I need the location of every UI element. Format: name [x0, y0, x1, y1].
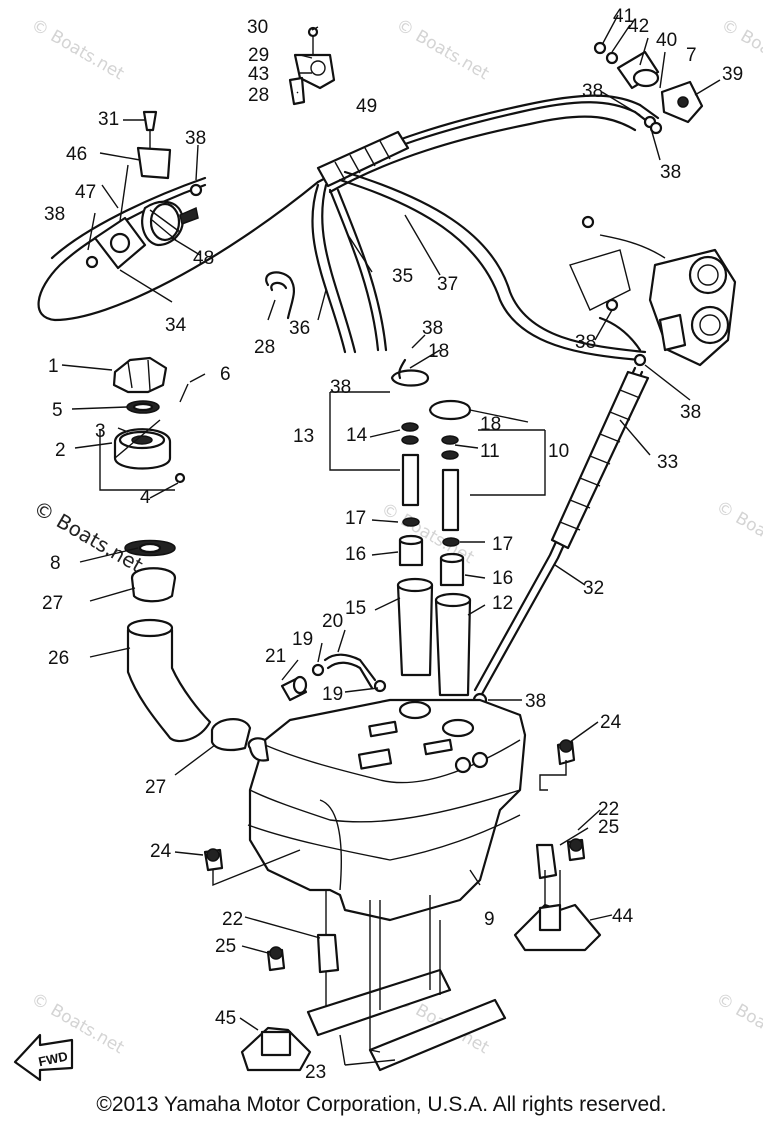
- fwd-arrow: FWD: [13, 1033, 74, 1082]
- leader-lines: [61, 14, 721, 1066]
- callout-39: 39: [722, 64, 743, 85]
- callout-24: 24: [600, 712, 622, 733]
- callout-22: 22: [222, 909, 243, 930]
- callout-49: 49: [356, 96, 377, 117]
- callout-22: 22: [598, 799, 619, 820]
- callout-2: 2: [55, 440, 66, 461]
- callout-18: 18: [428, 341, 449, 362]
- callout-23: 23: [305, 1062, 326, 1083]
- callout-38: 38: [660, 162, 681, 183]
- callout-38: 38: [582, 81, 603, 102]
- callout-43: 43: [248, 64, 269, 85]
- hose-bracket: [288, 26, 336, 106]
- callout-44: 44: [612, 906, 634, 927]
- callout-5: 5: [52, 400, 63, 421]
- callout-17: 17: [492, 534, 513, 555]
- watermark-text: © Boats.net: [393, 15, 493, 84]
- callout-38: 38: [680, 402, 701, 423]
- callout-25: 25: [598, 817, 619, 838]
- fuel-filter-assembly: [85, 110, 203, 270]
- tank-fittings: [280, 653, 387, 702]
- callout-42: 42: [628, 16, 649, 37]
- callout-18: 18: [480, 414, 501, 435]
- callout-16: 16: [492, 568, 513, 589]
- callout-28: 28: [254, 337, 275, 358]
- callout-24: 24: [150, 841, 172, 862]
- callout-41: 41: [613, 6, 634, 27]
- carburetor-assembly: [569, 215, 737, 367]
- callout-47: 47: [75, 182, 96, 203]
- callout-29: 29: [248, 45, 269, 66]
- vent-tube: [472, 366, 650, 708]
- fuel-cock-assembly: [593, 41, 704, 135]
- callout-40: 40: [656, 30, 677, 51]
- callout-14: 14: [346, 425, 368, 446]
- watermark-text: © Boats.net: [713, 497, 763, 566]
- callout-21: 21: [265, 646, 286, 667]
- watermark-text: © Boats.net: [30, 496, 148, 578]
- callout-15: 15: [345, 598, 366, 619]
- callout-38: 38: [185, 128, 206, 149]
- hose-clamp-28: [265, 271, 296, 320]
- callout-38: 38: [525, 691, 546, 712]
- callout-6: 6: [220, 364, 231, 385]
- callout-28: 28: [248, 85, 269, 106]
- callout-7: 7: [686, 45, 697, 66]
- callout-17: 17: [345, 508, 366, 529]
- callout-9: 9: [484, 909, 495, 930]
- callout-38: 38: [44, 204, 65, 225]
- callout-1: 1: [48, 356, 59, 377]
- callout-27: 27: [42, 593, 63, 614]
- callout-33: 33: [657, 452, 678, 473]
- callout-37: 37: [437, 274, 458, 295]
- callout-30: 30: [247, 17, 268, 38]
- fuel-system-exploded-diagram: © Boats.net © Boats.net © Boats.net © Bo…: [13, 6, 763, 1083]
- copyright-notice: ©2013 Yamaha Motor Corporation, U.S.A. A…: [96, 1093, 667, 1116]
- callout-32: 32: [583, 578, 604, 599]
- callout-numbers: 30 29 43 28 49 31 38 46 47 38 48 34 41 4…: [42, 6, 743, 1083]
- callout-38: 38: [422, 318, 443, 339]
- callout-4: 4: [140, 487, 151, 508]
- callout-25: 25: [215, 936, 236, 957]
- callout-26: 26: [48, 648, 69, 669]
- callout-12: 12: [492, 593, 513, 614]
- callout-35: 35: [392, 266, 413, 287]
- fuel-hoses: [37, 94, 647, 362]
- callout-46: 46: [66, 144, 87, 165]
- callout-31: 31: [98, 109, 119, 130]
- callout-10: 10: [548, 441, 569, 462]
- callout-19: 19: [292, 629, 313, 650]
- callout-13: 13: [293, 426, 314, 447]
- callout-16: 16: [345, 544, 366, 565]
- callout-27: 27: [145, 777, 166, 798]
- fuel-pickup-assembly: [329, 358, 546, 697]
- callout-45: 45: [215, 1008, 236, 1029]
- fwd-label: FWD: [37, 1048, 69, 1069]
- filler-cap-group: [99, 356, 189, 491]
- filler-neck-parts: [124, 539, 252, 752]
- fuel-tank: [247, 698, 527, 922]
- callout-36: 36: [289, 318, 310, 339]
- watermark-text: © Boats.net: [713, 989, 763, 1058]
- callout-48: 48: [193, 248, 214, 269]
- callout-20: 20: [322, 611, 343, 632]
- callout-38: 38: [330, 377, 351, 398]
- callout-8: 8: [50, 553, 61, 574]
- callout-34: 34: [165, 315, 187, 336]
- callout-3: 3: [95, 421, 106, 442]
- watermark-text: © Boats.net: [28, 15, 128, 84]
- callout-38: 38: [575, 332, 596, 353]
- callout-11: 11: [480, 441, 500, 462]
- tank-mounts: [203, 739, 602, 1072]
- callout-19: 19: [322, 684, 343, 705]
